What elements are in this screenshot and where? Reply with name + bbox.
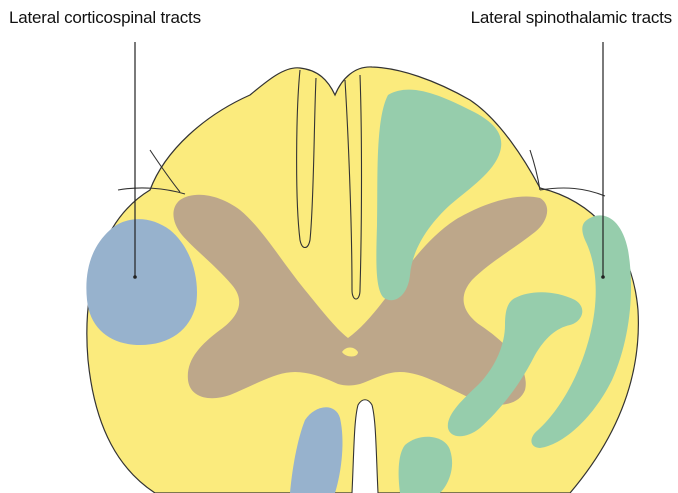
right-leader-dot: [601, 275, 605, 279]
left-leader-dot: [133, 275, 137, 279]
anterior-spinothalamic-tract: [399, 437, 453, 493]
